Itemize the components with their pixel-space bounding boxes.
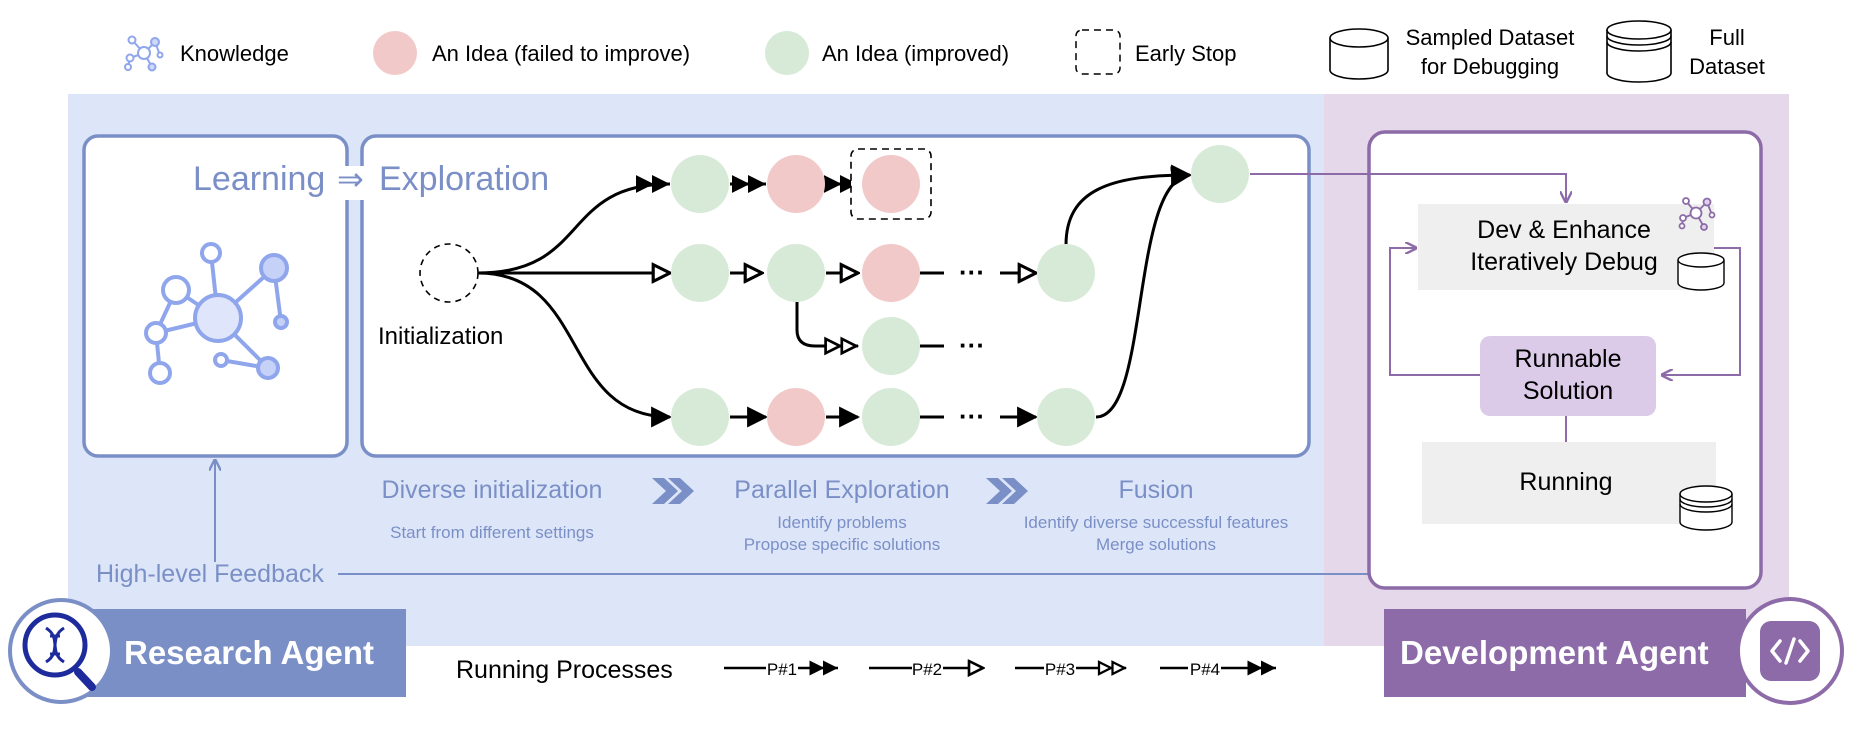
high-level-feedback-label: High-level Feedback <box>96 560 324 588</box>
legend-sampled-dataset-line2: for Debugging <box>1421 54 1559 79</box>
dev-enhance-box <box>1418 204 1714 290</box>
development-agent-label: Development Agent <box>1400 634 1709 671</box>
full-dataset-icon <box>1606 20 1672 83</box>
legend: Knowledge An Idea (failed to improve) An… <box>124 20 1765 83</box>
dev-sampled-dataset-icon <box>1677 252 1725 291</box>
dev-enhance-line2: Iteratively Debug <box>1470 248 1658 276</box>
dev-full-dataset-icon <box>1679 485 1733 531</box>
idea-node-improved <box>1037 388 1095 446</box>
legend-idea-failed-swatch <box>373 31 417 75</box>
edge-p3-a <box>795 302 860 356</box>
code-icon <box>1736 597 1844 705</box>
knowledge-graph-icon <box>144 242 289 385</box>
research-magnifier-dna-icon <box>8 598 114 704</box>
idea-node-improved <box>671 388 729 446</box>
research-agent-label: Research Agent <box>124 634 374 671</box>
process-p2-label: P#2 <box>912 660 942 679</box>
learning-exploration-arrow: ⇒ <box>337 161 364 197</box>
exploration-edges <box>477 164 1193 428</box>
stage-fusion-description-2: Merge solutions <box>1096 535 1216 554</box>
stage-diverse-description: Start from different settings <box>390 523 594 542</box>
stage-chevron-icon <box>986 478 1028 504</box>
learning-title: Learning <box>193 160 325 198</box>
idea-node-improved <box>862 317 920 375</box>
runnable-solution-box <box>1480 336 1656 416</box>
research-agent-badge <box>60 609 406 697</box>
idea-nodes <box>671 145 1249 446</box>
idea-node-failed <box>862 155 920 213</box>
stage-chevron-icon <box>652 478 694 504</box>
idea-node-failed <box>862 244 920 302</box>
edge-fusion-upper <box>1064 164 1193 246</box>
process-p3-label: P#3 <box>1045 660 1075 679</box>
running-label: Running <box>1519 468 1612 496</box>
idea-node-improved <box>862 388 920 446</box>
edge-init-to-p1 <box>477 175 671 275</box>
fused-to-dev-arrow <box>1250 173 1566 202</box>
initialization-label: Initialization <box>378 323 503 350</box>
dev-knowledge-icon <box>1678 197 1716 231</box>
legend-full-dataset-line2: Dataset <box>1689 54 1765 79</box>
stage-fusion: Fusion <box>1118 476 1193 504</box>
idea-node-improved <box>671 155 729 213</box>
initialization-node <box>419 243 479 303</box>
idea-node-failed <box>767 155 825 213</box>
sampled-dataset-icon <box>1329 28 1389 80</box>
stage-fusion-description-1: Identify diverse successful features <box>1024 513 1289 532</box>
idea-node-improved <box>671 244 729 302</box>
dev-to-runnable-arrow <box>1662 247 1741 375</box>
stage-diverse-initialization: Diverse initialization <box>382 476 603 504</box>
edge-fusion-lower <box>1095 166 1193 419</box>
ellipsis-p2: ··· <box>959 257 985 287</box>
stage-parallel-description-1: Identify problems <box>777 513 906 532</box>
legend-sampled-dataset-line1: Sampled Dataset <box>1406 25 1575 50</box>
runnable-solution-line1: Runnable <box>1514 345 1621 373</box>
process-p4-label: P#4 <box>1190 660 1220 679</box>
running-processes-label: Running Processes <box>456 656 673 684</box>
knowledge-icon <box>124 35 164 72</box>
runnable-to-dev-arrow <box>1389 248 1480 376</box>
legend-knowledge-label: Knowledge <box>180 41 289 66</box>
dev-enhance-line1: Dev & Enhance <box>1477 216 1651 244</box>
ellipsis-p4: ··· <box>959 401 985 431</box>
running-box <box>1422 442 1716 524</box>
legend-early-stop-swatch <box>1075 29 1121 75</box>
legend-idea-improved-swatch <box>765 31 809 75</box>
legend-early-stop-label: Early Stop <box>1135 41 1237 66</box>
stage-parallel-description-2: Propose specific solutions <box>744 535 941 554</box>
idea-node-fused <box>1191 145 1249 203</box>
legend-idea-improved-label: An Idea (improved) <box>822 41 1009 66</box>
development-agent-badge <box>1384 609 1746 697</box>
exploration-title: Exploration <box>379 160 549 198</box>
legend-idea-failed-label: An Idea (failed to improve) <box>432 41 690 66</box>
title-arrow-mask <box>342 166 370 200</box>
process-p1-label: P#1 <box>767 660 797 679</box>
edge-init-to-p4 <box>477 271 673 428</box>
idea-node-improved <box>1037 244 1095 302</box>
stage-parallel-exploration: Parallel Exploration <box>734 476 949 504</box>
runnable-solution-line2: Solution <box>1523 377 1613 405</box>
idea-node-improved <box>767 244 825 302</box>
idea-node-failed <box>767 388 825 446</box>
legend-full-dataset-line1: Full <box>1709 25 1744 50</box>
ellipsis-p3: ··· <box>959 330 985 360</box>
